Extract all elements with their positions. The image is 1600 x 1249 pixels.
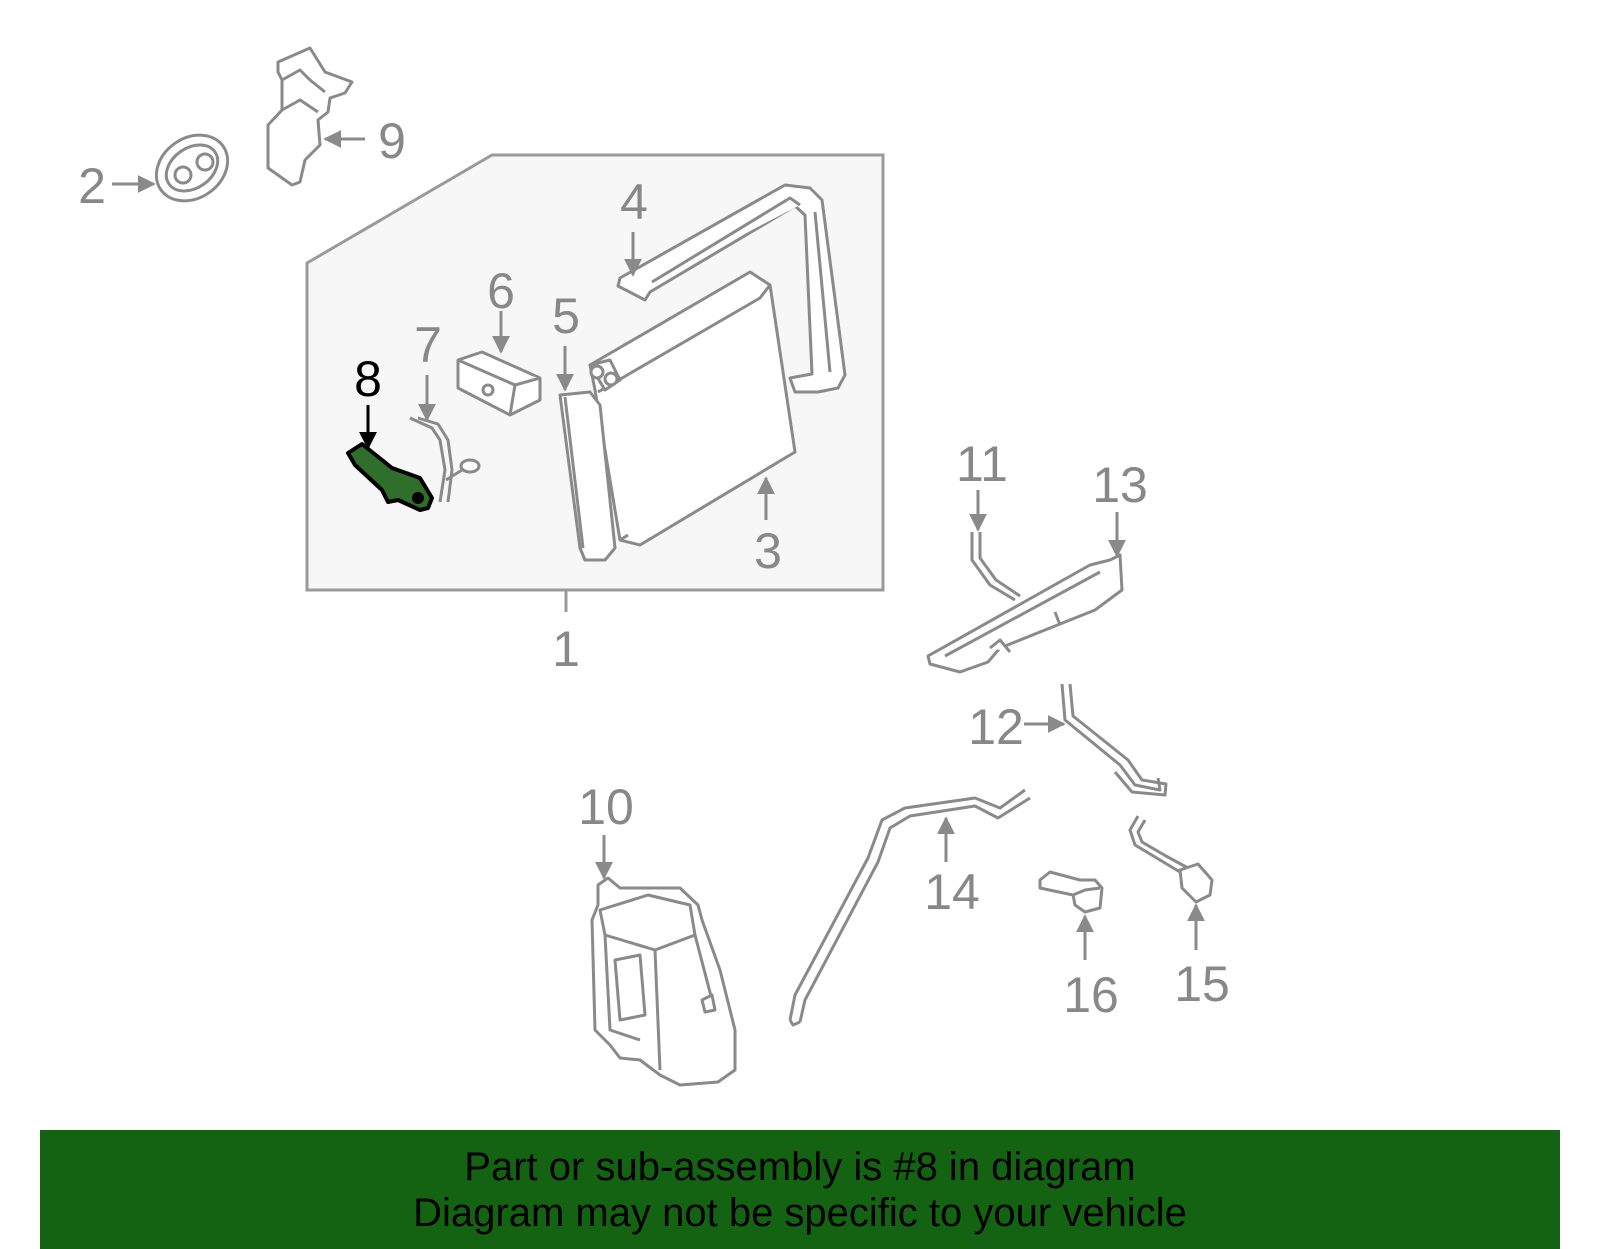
part-14-tube[interactable] [788, 788, 1031, 1027]
callout-11: 11 [956, 436, 1008, 492]
part-4-seal[interactable] [616, 183, 847, 394]
part-5-seal[interactable] [556, 346, 617, 562]
callout-7: 7 [414, 317, 442, 373]
part-15-sensor[interactable] [1128, 815, 1214, 950]
part-10-housing[interactable] [590, 835, 737, 1087]
callout-8: 8 [354, 351, 382, 407]
callout-4: 4 [620, 174, 648, 230]
callout-9: 9 [378, 113, 406, 169]
callout-3: 3 [754, 523, 782, 579]
callout-16: 16 [1063, 967, 1119, 1023]
banner-line-2: Diagram may not be specific to your vehi… [413, 1191, 1187, 1235]
callout-14: 14 [924, 864, 980, 920]
info-banner: Part or sub-assembly is #8 in diagram Di… [40, 1130, 1560, 1249]
callout-15: 15 [1174, 956, 1230, 1012]
callout-5: 5 [552, 288, 580, 344]
callout-2: 2 [78, 158, 106, 214]
part-3-evaporator-core[interactable] [588, 270, 797, 547]
part-9-bracket[interactable] [266, 46, 365, 187]
callout-labels: 1 2 3 4 5 6 7 8 9 10 11 12 13 14 15 16 [78, 113, 1230, 1023]
callout-10: 10 [578, 779, 634, 835]
part-6-block[interactable] [456, 311, 542, 417]
callout-13: 13 [1092, 457, 1148, 513]
part-13-duct[interactable] [926, 512, 1126, 674]
part-16-connector[interactable] [1038, 870, 1104, 960]
callout-12: 12 [968, 699, 1024, 755]
part-7-sensor[interactable] [409, 375, 481, 503]
part-11-tube[interactable] [969, 490, 1021, 602]
part-12-pipe[interactable] [1024, 683, 1168, 797]
banner-line-1: Part or sub-assembly is #8 in diagram [464, 1145, 1136, 1189]
callout-1: 1 [552, 621, 580, 677]
callout-6: 6 [487, 263, 515, 319]
part-2-grommet[interactable] [112, 122, 240, 215]
part-8-bracket-highlighted[interactable] [346, 405, 434, 512]
